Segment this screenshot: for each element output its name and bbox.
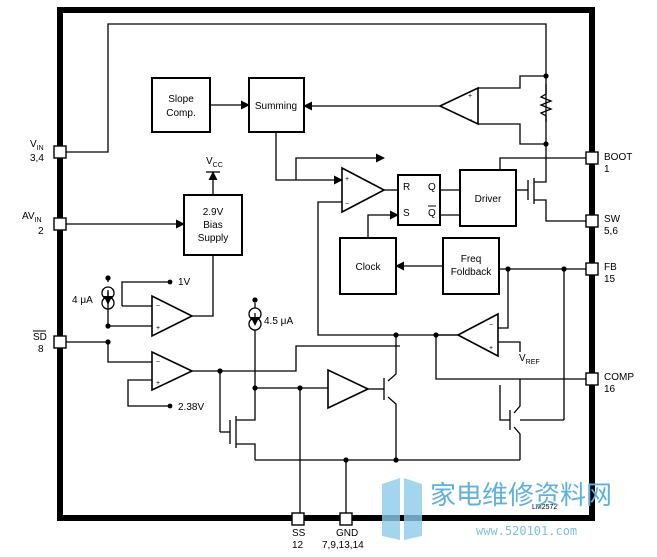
slope-comp-block: Slope Comp. <box>151 77 211 133</box>
svg-text:VIN: VIN <box>30 139 44 152</box>
pin-sd-name: SD <box>33 332 47 343</box>
clock-block: Clock <box>339 237 397 295</box>
vref-sub: REF <box>526 359 540 366</box>
bias-supply-line2: Bias <box>203 220 222 231</box>
pin-sd-num: 8 <box>38 344 44 355</box>
uvlo-minus: − <box>156 303 160 310</box>
pin-fb-name: FB <box>604 262 617 273</box>
bias-supply-line3: Supply <box>198 233 229 244</box>
junction-dots <box>105 73 567 463</box>
wiring <box>66 23 586 513</box>
cs-amp-plus: + <box>468 93 472 100</box>
pin-comp-name: COMP <box>604 372 634 383</box>
label-238v: 2.38V <box>178 402 204 413</box>
ref-1v-dot <box>167 279 173 285</box>
watermark-logo <box>382 478 422 540</box>
freq-foldback-line1: Freq <box>461 254 482 265</box>
current-source-4p5ua <box>248 307 262 331</box>
pin-sw-name: SW <box>604 214 621 225</box>
svg-text:VREF: VREF <box>519 353 540 366</box>
pin-vin-num: 3,4 <box>30 153 44 164</box>
pwm-minus: − <box>345 201 349 208</box>
pin-vin-sub: IN <box>37 145 44 152</box>
driver-label: Driver <box>475 194 502 205</box>
error-amplifier <box>456 312 499 358</box>
pin-comp-num: 16 <box>604 384 616 395</box>
latch-r: R <box>403 182 410 193</box>
pin-fb-num: 15 <box>604 274 616 285</box>
chip-outline <box>57 7 595 521</box>
sd-minus: − <box>156 359 160 366</box>
ea-plus: + <box>489 345 493 352</box>
svg-text:VCC: VCC <box>206 156 223 169</box>
vcc-sub: CC <box>213 162 223 169</box>
uvlo-plus: + <box>156 325 160 332</box>
slope-comp-line2: Comp. <box>166 108 195 119</box>
freq-foldback-block: Freq Foldback <box>442 237 500 295</box>
pin-gnd-name: GND <box>336 528 358 539</box>
bias-supply-block: 2.9V Bias Supply <box>183 194 243 256</box>
pin-ss-num: 12 <box>292 540 304 551</box>
label-4ua: 4 μA <box>72 295 93 306</box>
pin-sw-num: 5,6 <box>604 226 618 237</box>
vcc-name: V <box>206 156 213 167</box>
watermark-text: 家电维修资料网 <box>430 481 612 511</box>
bias-supply-line1: 2.9V <box>203 207 224 218</box>
slope-comp-line1: Slope <box>168 94 194 105</box>
cs-amp-minus: − <box>468 117 472 124</box>
uvlo-comparator <box>151 294 194 338</box>
pin-comp: COMP 16 <box>585 372 634 395</box>
label-1v: 1V <box>178 277 191 288</box>
part-number: LM2572 <box>532 504 557 511</box>
pin-gnd-num: 7,9,13,14 <box>322 540 364 551</box>
current-sense-amp <box>438 86 479 126</box>
freq-foldback-line2: Foldback <box>451 267 493 278</box>
summing-label: Summing <box>255 101 297 112</box>
ss-buffer <box>327 368 370 410</box>
label-4p5ua: 4.5 μA <box>264 316 293 327</box>
rs-latch: R S Q Q <box>397 174 441 226</box>
pin-boot-num: 1 <box>604 164 610 175</box>
shutdown-comparator <box>151 350 194 392</box>
clock-label: Clock <box>355 262 381 273</box>
watermark: 家电维修资料网 www.520101.com <box>382 478 612 540</box>
latch-qbar: Q <box>428 208 436 219</box>
latch-q: Q <box>428 182 436 193</box>
pin-vin-name: V <box>30 139 37 150</box>
pin-avin-num: 2 <box>38 226 44 237</box>
pin-boot: BOOT 1 <box>585 151 632 175</box>
sd-plus: + <box>156 380 160 387</box>
pwm-comparator <box>341 166 386 214</box>
current-source-4ua <box>101 286 115 310</box>
ref-238v-dot <box>167 403 173 409</box>
vref-name: V <box>519 353 526 364</box>
pwm-plus: + <box>345 176 349 183</box>
watermark-url: www.520101.com <box>476 524 577 538</box>
pin-avin-sub: IN <box>35 217 42 224</box>
pin-avin-name: AV <box>22 211 35 222</box>
ea-minus: − <box>489 322 493 329</box>
pin-boot-name: BOOT <box>604 152 632 163</box>
svg-text:AVIN: AVIN <box>22 211 42 224</box>
pin-gnd: GND 7,9,13,14 <box>322 512 364 551</box>
pin-ss-name: SS <box>292 528 306 539</box>
latch-s: S <box>403 208 410 219</box>
summing-block: Summing <box>248 77 305 133</box>
driver-block: Driver <box>459 169 517 227</box>
pin-ss: SS 12 <box>291 512 306 551</box>
